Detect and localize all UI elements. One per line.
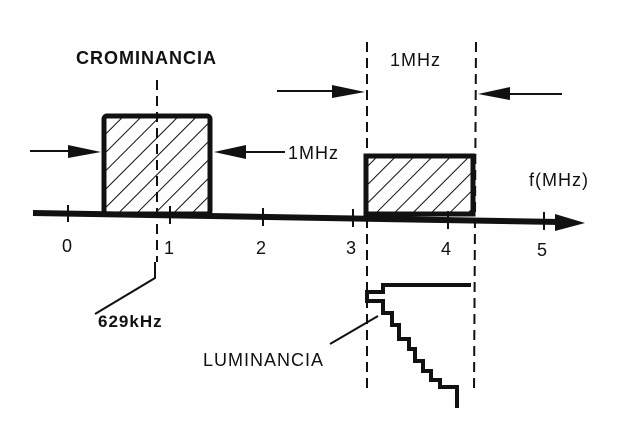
tick-label-2: 2 [256,238,267,258]
tick-label-5: 5 [537,240,548,260]
chroma-carrier-label: 629kHz [98,312,163,331]
luma-boundaries [366,41,477,393]
luma-label: LUMINANCIA [203,350,325,370]
chroma-width-arrows [30,145,285,159]
tick-label-3: 3 [346,238,357,258]
tick-label-1: 1 [164,238,175,258]
axis-unit-label: f(MHz) [529,170,589,190]
luma-width-arrows [277,85,562,100]
frequency-axis [32,205,585,231]
tick-label-4: 4 [441,239,452,259]
luma-band [363,153,476,217]
chroma-label: CROMINANCIA [76,48,217,68]
tick-label-0: 0 [62,236,73,256]
luma-staircase [329,283,471,408]
luma-width-label: 1MHz [390,50,442,70]
chroma-width-label: 1MHz [288,143,340,163]
chroma-carrier-marker [94,80,158,315]
